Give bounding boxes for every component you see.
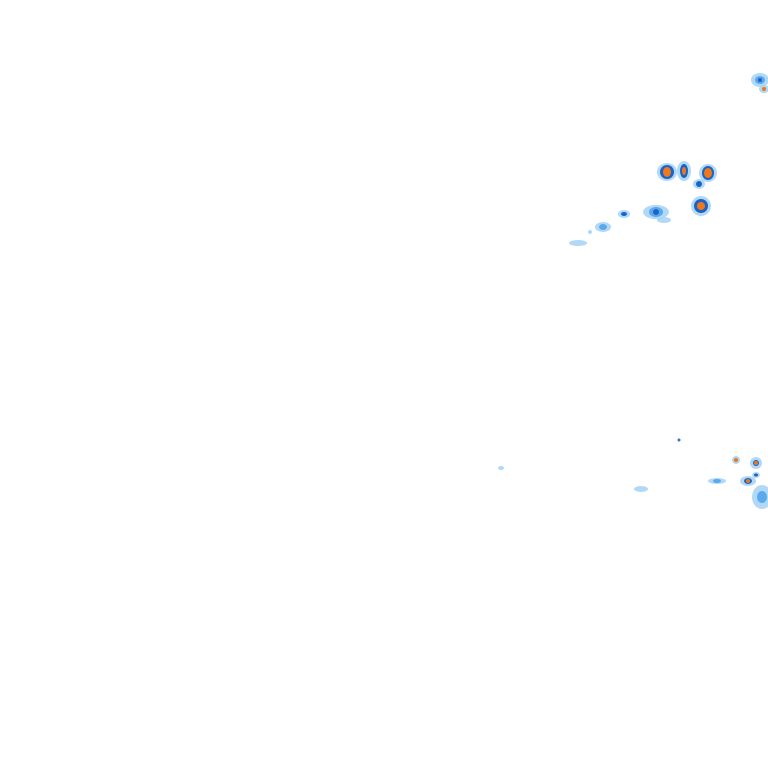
rain-cell-j-light [569, 240, 587, 246]
rain-cell-n-heavy [754, 473, 758, 477]
rain-cell-p [708, 478, 726, 484]
rain-cell-f-tail-light [657, 217, 671, 223]
rain-cell-h-moderate [599, 224, 607, 230]
rain-cell-e-intense [697, 202, 705, 210]
rain-cell-a-intense [663, 167, 671, 177]
rain-cell-m-intense [754, 461, 758, 465]
rain-cell-p-moderate [713, 479, 721, 483]
rain-cell-top-right-edge [751, 73, 768, 87]
rain-speck-2 [498, 466, 504, 470]
rain-cell-top-right-edge-heavy [758, 78, 762, 82]
rain-cell-h [595, 222, 611, 232]
rain-cell-q-moderate [757, 491, 767, 503]
rain-cell-d [693, 179, 705, 189]
rain-cell-f-heavy [653, 209, 659, 215]
rain-cell-top-right-edge-2 [759, 85, 768, 93]
rain-cell-q [752, 485, 768, 509]
rain-cell-o [740, 476, 756, 486]
rain-cell-k-light [634, 486, 648, 492]
rain-cell-l-intense [734, 458, 738, 462]
rain-cell-c-intense [704, 168, 712, 178]
rain-cell-o-intense [746, 479, 750, 483]
rain-speck-2-light [498, 466, 504, 470]
rain-cell-j [569, 240, 587, 246]
rain-cell-l [732, 456, 740, 464]
rain-cell-n [752, 472, 760, 478]
rain-cell-k [634, 486, 648, 492]
rain-cell-f-tail [657, 217, 671, 223]
rain-cell-e [691, 196, 711, 216]
rain-cell-top-right-edge-2-intense [762, 87, 766, 91]
rain-cell-g [618, 210, 630, 218]
rain-cell-a [657, 163, 677, 181]
rain-cell-g-heavy [621, 212, 627, 216]
rain-cell-m [750, 457, 762, 469]
rain-cell-i-light [588, 230, 592, 234]
rain-cell-d-heavy [696, 181, 702, 187]
rain-speck-1 [677, 438, 681, 442]
rain-cell-f [643, 205, 669, 219]
rain-speck-1-heavy [677, 438, 681, 442]
rain-cell-i [588, 230, 592, 234]
rain-cell-b-intense [682, 167, 686, 175]
rain-cell-c [699, 164, 717, 182]
rain-cell-b [677, 161, 691, 181]
